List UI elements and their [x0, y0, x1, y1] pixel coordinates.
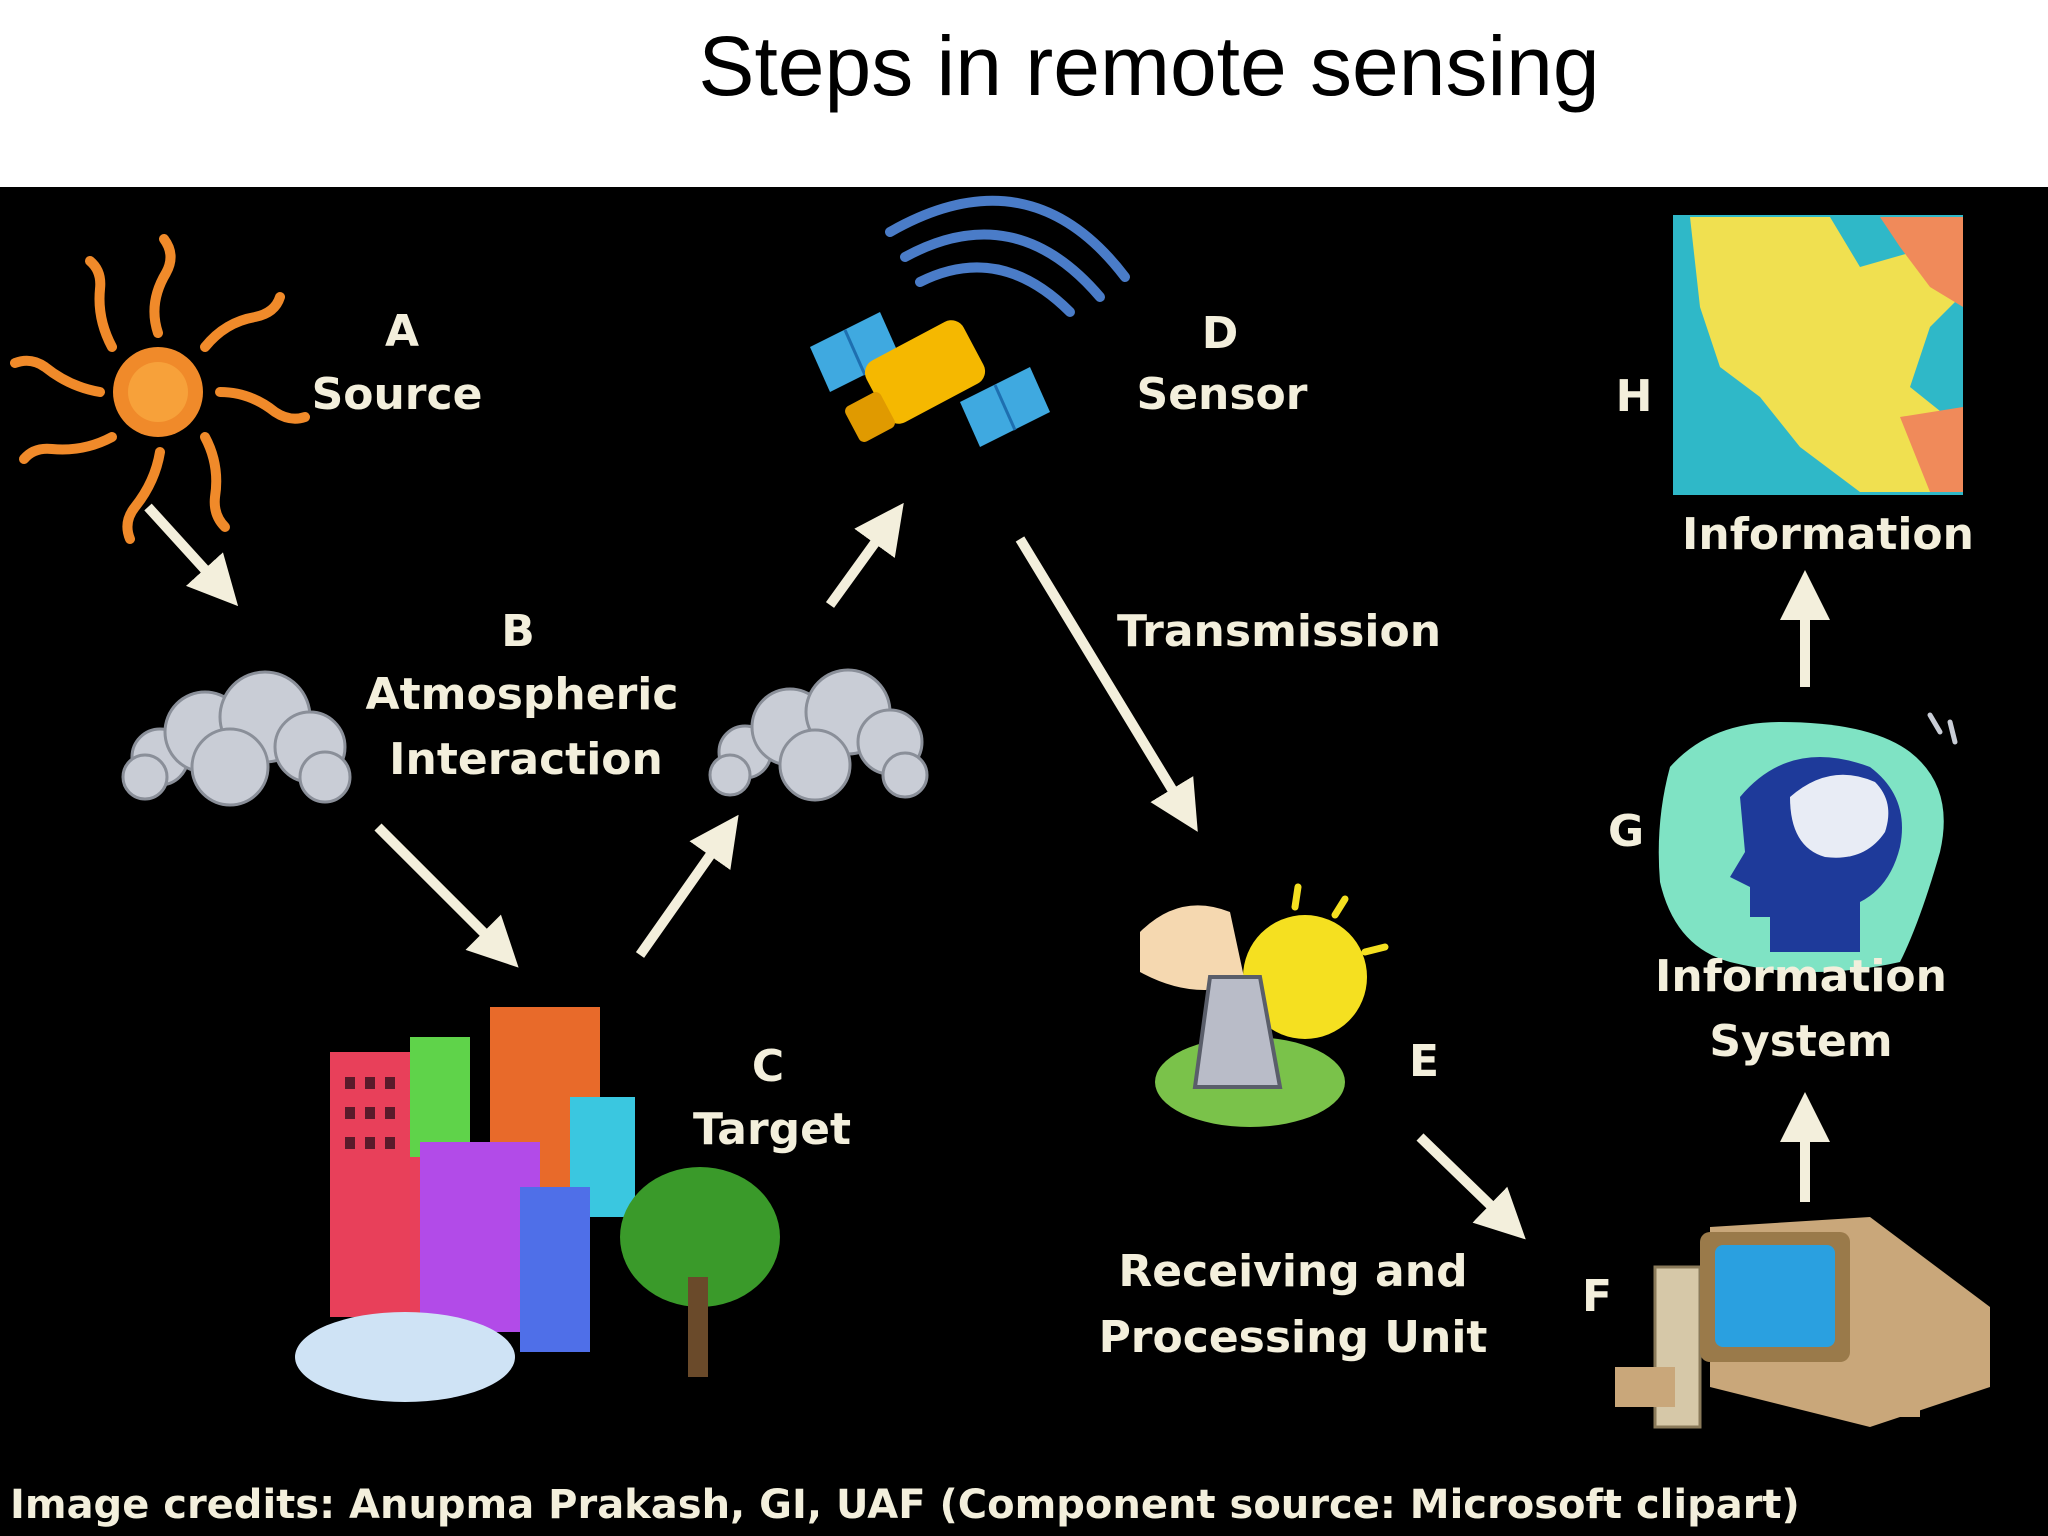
arrow-target-to-atmosphere	[635, 814, 739, 958]
label-g-letter: G	[1607, 806, 1645, 857]
receiving-dish-icon	[1140, 883, 1389, 1127]
label-h-information: Information	[1682, 509, 1974, 560]
label-g-information: Information	[1655, 951, 1947, 1002]
label-e-letter: E	[1408, 1036, 1440, 1087]
label-d-letter: D	[1201, 308, 1239, 359]
label-e-receiving: Receiving and	[1118, 1246, 1468, 1297]
sun-icon	[10, 234, 310, 544]
label-a-letter: A	[384, 306, 420, 357]
map-icon	[1673, 215, 1963, 495]
image-credits: Image credits: Anupma Prakash, GI, UAF (…	[10, 1482, 1800, 1528]
cloud-icon	[121, 670, 352, 807]
cloud-icon	[708, 668, 929, 802]
diagram-panel: A Source B Atmospheric Interaction C Tar…	[0, 187, 2048, 1536]
label-d-sensor: Sensor	[1136, 369, 1308, 420]
arrow-atmosphere-to-sensor	[825, 502, 904, 608]
label-g-system: System	[1709, 1016, 1893, 1067]
arrow-atmosphere-to-target	[374, 823, 519, 968]
label-transmission: Transmission	[1116, 606, 1442, 657]
label-c-letter: C	[751, 1041, 785, 1092]
diagram-artwork	[10, 195, 1990, 1429]
arrow-source-to-atmosphere	[144, 503, 239, 607]
label-c-target: Target	[692, 1104, 852, 1155]
arrow-transmission	[1015, 536, 1198, 832]
label-a-source: Source	[311, 369, 483, 420]
arrow-receiving-to-computer	[1416, 1133, 1526, 1240]
city-target-icon	[295, 1007, 780, 1402]
label-f-letter: F	[1581, 1271, 1613, 1322]
label-h-letter: H	[1615, 371, 1653, 422]
satellite-icon	[810, 195, 1130, 447]
label-b-atmospheric: Atmospheric	[365, 669, 679, 720]
label-e-processing-unit: Processing Unit	[1098, 1312, 1488, 1363]
computer-icon	[1615, 1217, 1990, 1429]
label-b-interaction: Interaction	[389, 734, 663, 785]
information-system-head-icon	[1658, 712, 1958, 972]
page-title: Steps in remote sensing	[698, 19, 1600, 113]
flow-arrows	[144, 502, 1830, 1240]
label-b-letter: B	[501, 606, 535, 657]
